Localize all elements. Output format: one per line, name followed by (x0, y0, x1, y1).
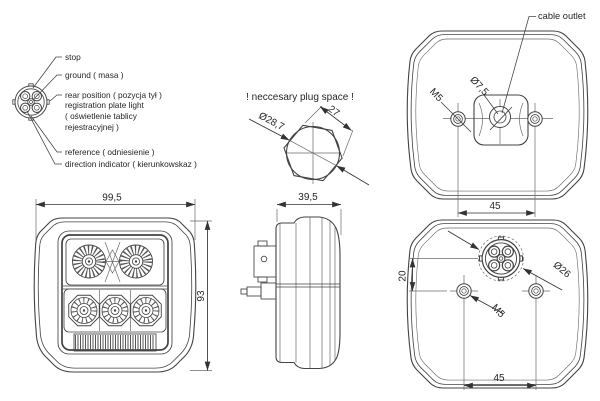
mount-screw-right-bottom (528, 283, 544, 299)
across-flats-label: 27 (326, 104, 342, 120)
pin-label-registration-1: registration plate light (65, 100, 145, 110)
connector-diameter-label: Ø26 (551, 260, 573, 281)
mount-screw-left-bottom (456, 283, 472, 299)
pin-label-registration-2: ( oświetlenie tablicy (65, 111, 138, 121)
lens-bezel-outer (57, 230, 173, 355)
fresnel-optic-3 (131, 295, 162, 326)
led-optic-left (73, 245, 106, 278)
pin-label-ground: ground ( masa ) (65, 70, 124, 80)
pin-label-reference: reference ( odniesienie ) (65, 147, 155, 157)
pinout-diagram: stop ground ( masa ) rear position ( poz… (12, 52, 197, 169)
plug-space-diagram: ! neccesary plug space ! Ø28,7 27 (246, 92, 370, 186)
side-depth-label: 39,5 (298, 192, 318, 203)
connector-outline-dashed (478, 235, 524, 282)
pin-label-direction: direction indicator ( kierunkowskaz ) (65, 159, 197, 169)
mount-screw-right (527, 111, 543, 127)
hex-diameter-label: Ø28,7 (257, 111, 287, 134)
leader-ground (32, 74, 62, 101)
cable-outlet-hole (489, 106, 511, 128)
cable-outlet-label: cable outlet (538, 11, 586, 21)
pin-label-registration-3: rejestracyjnej ) (65, 122, 119, 132)
screw-spacing-label-bottom: 45 (493, 373, 505, 384)
plug-circle (285, 125, 341, 181)
front-view: 99,5 93 (33, 193, 212, 373)
plug-space-title: ! neccesary plug space ! (246, 92, 354, 103)
leader-stop (32, 56, 62, 89)
fresnel-optic-1 (69, 295, 100, 326)
connector-offset-label: 20 (398, 270, 409, 282)
side-stud-block (260, 282, 277, 300)
leader-reference (30, 115, 62, 153)
pin-label-stop: stop (65, 52, 81, 62)
led-optic-right (120, 245, 153, 278)
front-width-label: 99,5 (102, 193, 122, 204)
fresnel-optic-2 (100, 295, 131, 326)
back-connector (478, 236, 524, 281)
screw-spacing-label-top: 45 (489, 201, 501, 212)
side-view: 39,5 (240, 192, 342, 370)
thread-label-bottom: M5 (489, 302, 507, 320)
back-view-top: cable outlet Ø7,5 M5 45 (407, 11, 588, 217)
front-height-label: 93 (196, 290, 207, 302)
back-view-bottom: M5 Ø26 20 45 (398, 220, 588, 390)
leader-rear-position (49, 94, 62, 102)
leader-direction (26, 110, 62, 165)
pin-label-rear-position: rear position ( pozycja tył ) (65, 90, 162, 100)
bottom-lens-panel (63, 288, 167, 333)
top-lens-panel (65, 238, 165, 286)
thread-label-top: M5 (427, 86, 445, 104)
